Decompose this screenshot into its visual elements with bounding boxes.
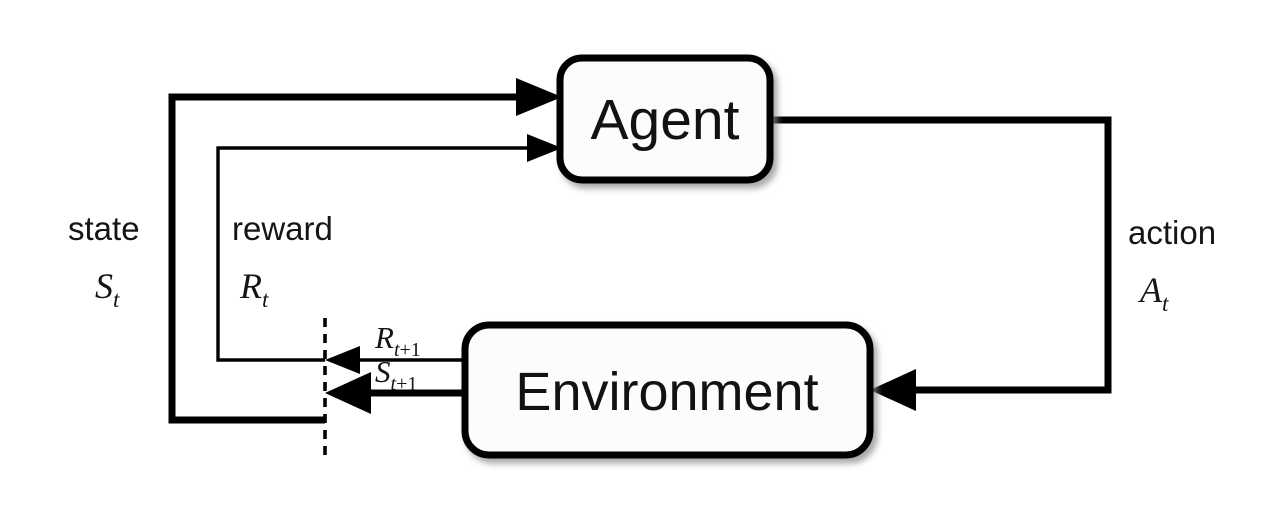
action-arrowhead-environment <box>870 369 916 411</box>
state-next-label: St+1 <box>375 354 417 395</box>
reward-symbol-base: R <box>239 266 262 306</box>
state-next-sub-num: 1 <box>407 373 417 395</box>
node-agent[interactable] <box>556 54 774 184</box>
state-label-symbol: St <box>95 266 120 312</box>
state-arrowhead-agent <box>516 78 562 116</box>
action-label-word: action <box>1128 214 1216 251</box>
edge-action-wire <box>770 116 1112 411</box>
reward-symbol-sub: t <box>262 287 269 312</box>
reward-arrowhead-agent <box>527 134 562 162</box>
agent-label: Agent <box>591 88 740 152</box>
reward-next-sub-op: + <box>400 339 411 361</box>
action-symbol-base: A <box>1138 270 1163 310</box>
node-environment[interactable] <box>461 321 874 459</box>
reward-label-symbol: Rt <box>239 266 269 312</box>
reward-next-base: R <box>374 320 394 355</box>
action-symbol-sub: t <box>1162 291 1169 316</box>
reward-next-label: Rt+1 <box>374 320 421 361</box>
action-label-symbol: At <box>1138 270 1169 316</box>
state-symbol-base: S <box>95 266 113 306</box>
agent-box[interactable] <box>556 54 774 184</box>
reward-next-arrowhead <box>325 346 360 374</box>
edge-reward-next-wire <box>325 346 465 374</box>
state-symbol-sub: t <box>113 287 120 312</box>
reward-label-word: reward <box>232 210 333 247</box>
environment-label: Environment <box>515 362 818 422</box>
state-next-base: S <box>375 354 391 389</box>
edge-reward-wire <box>216 134 562 362</box>
state-label-word: state <box>68 210 140 247</box>
edge-state-wire <box>168 78 562 424</box>
environment-box[interactable] <box>461 321 874 459</box>
reward-next-sub-num: 1 <box>411 339 421 361</box>
state-next-arrowhead <box>325 372 371 414</box>
edge-state-next-wire <box>325 372 465 414</box>
state-next-sub-op: + <box>396 373 407 395</box>
state-next-sub: t <box>391 373 397 395</box>
reward-next-sub: t <box>394 339 400 361</box>
